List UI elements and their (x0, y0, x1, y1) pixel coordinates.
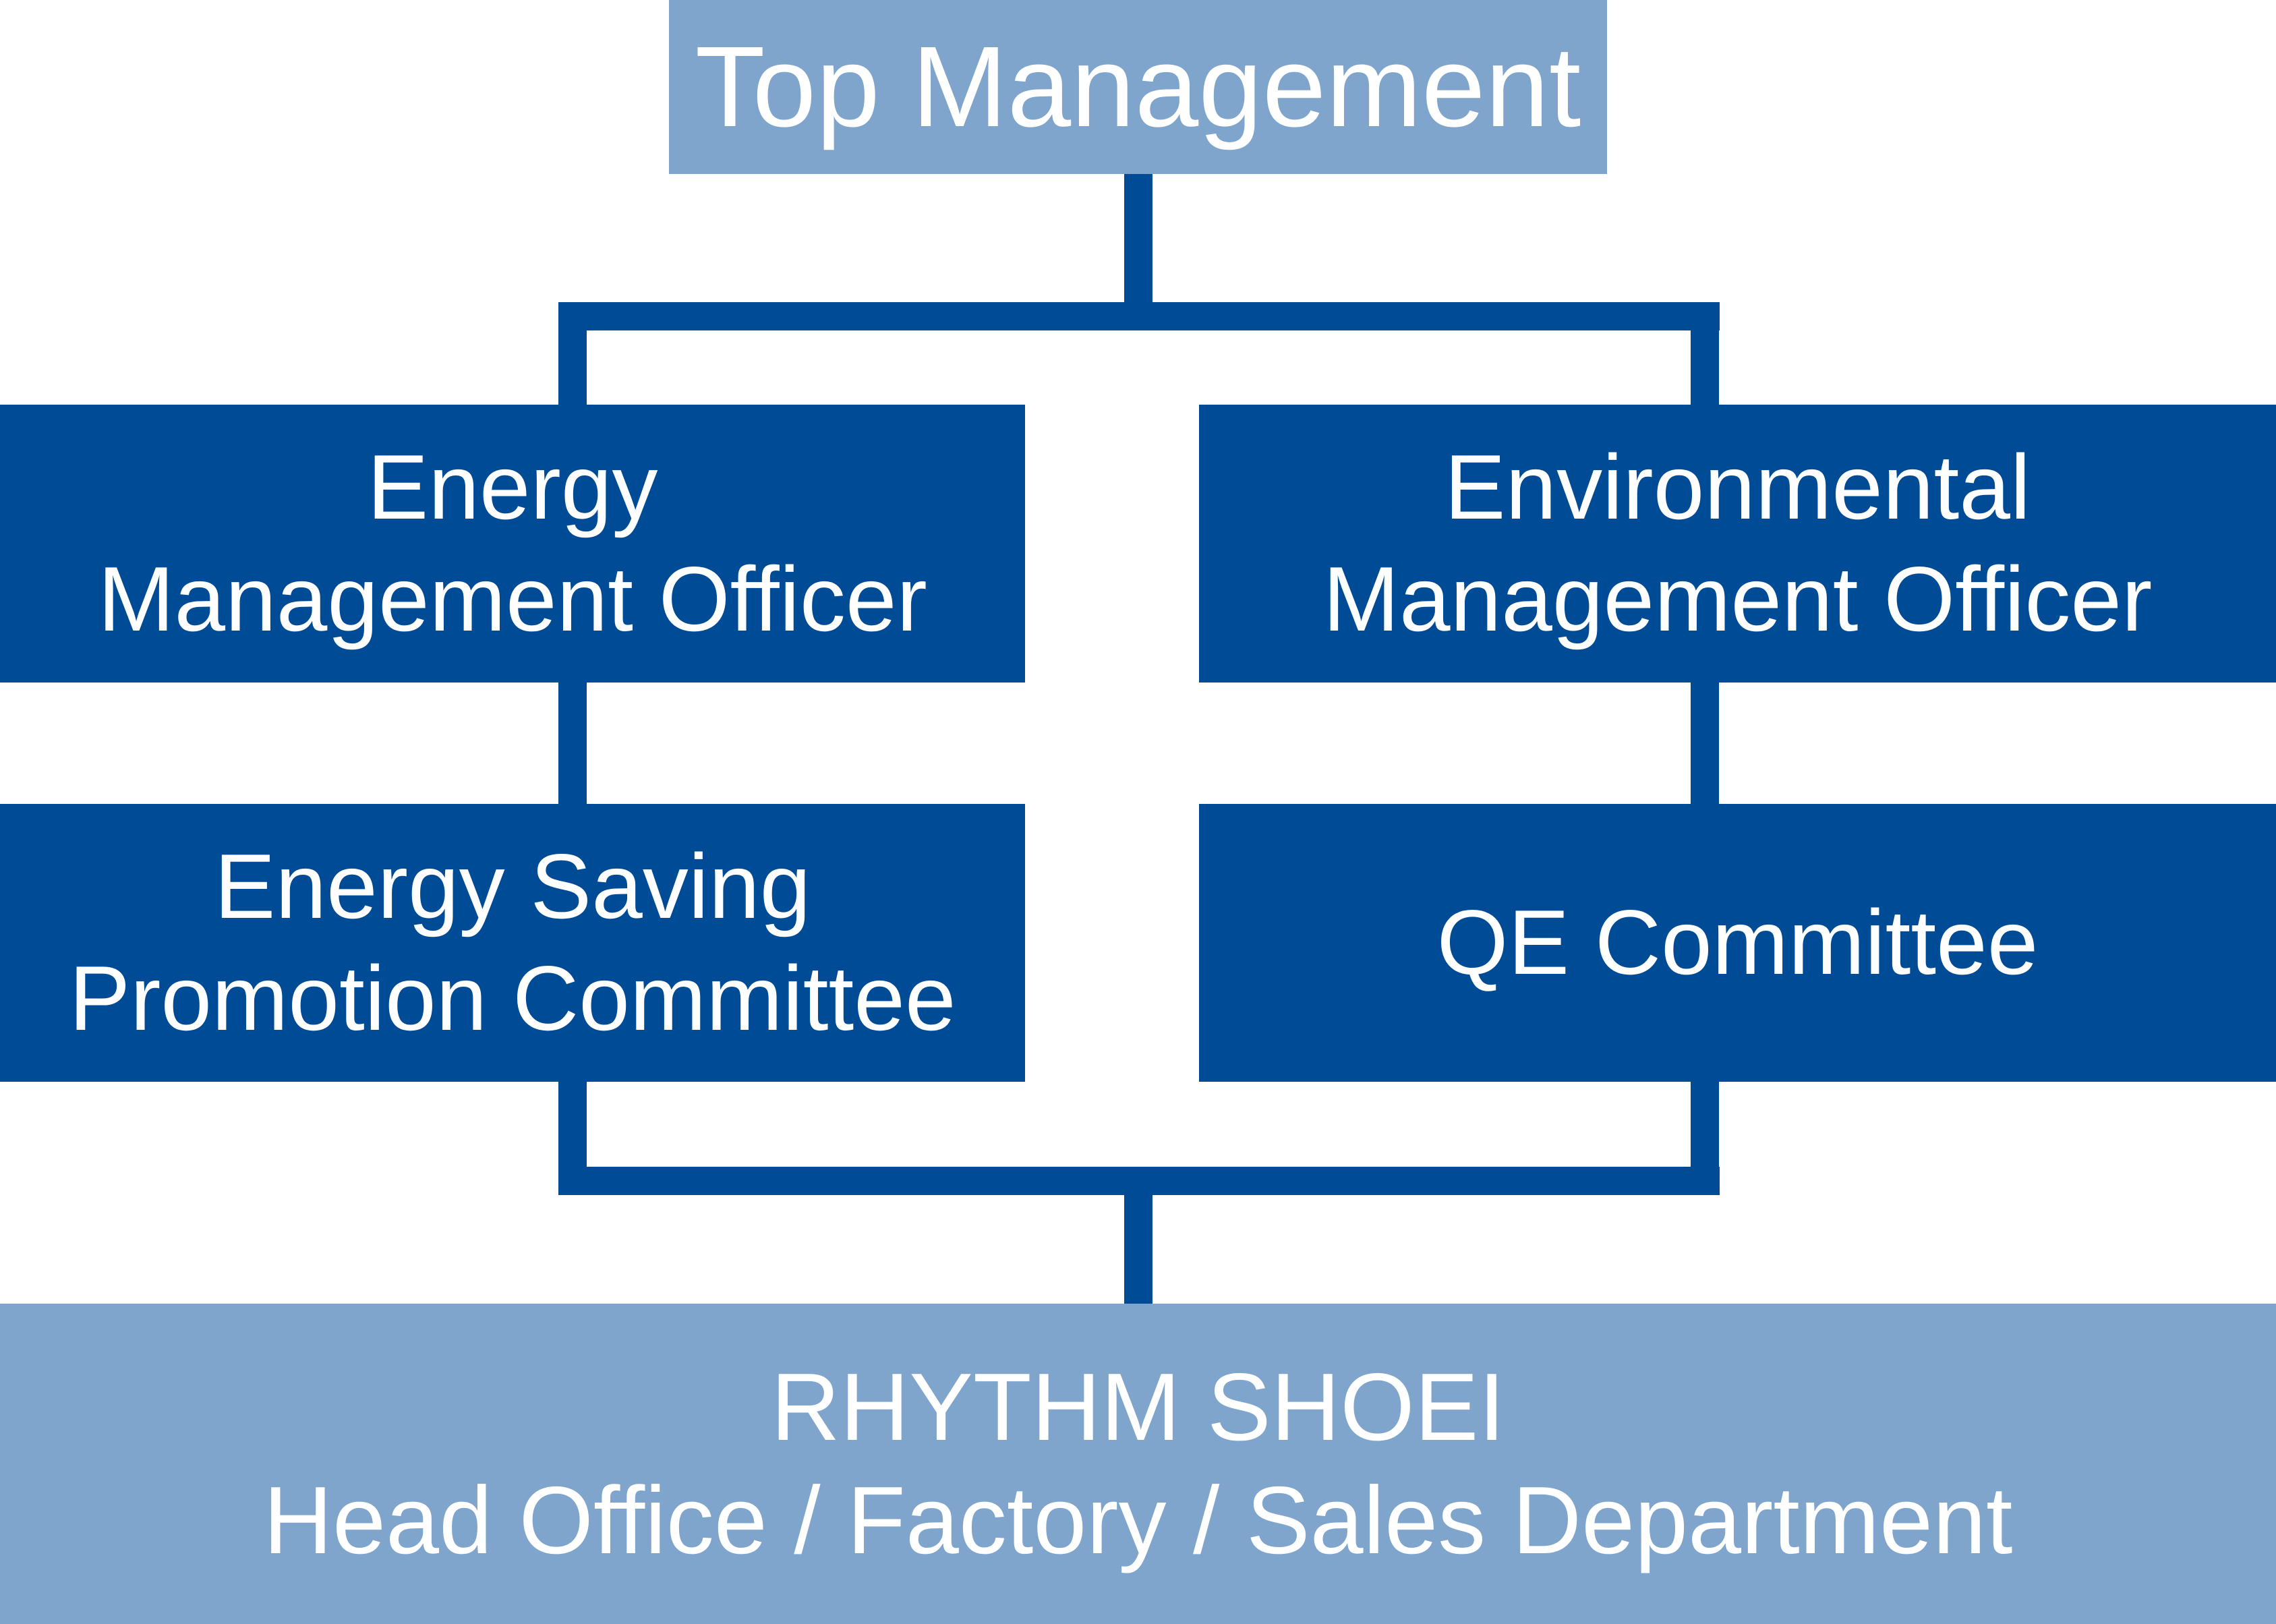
node-energy-management-officer: Energy Management Officer (0, 405, 1025, 683)
node-energy-management-officer-line2: Management Officer (98, 548, 927, 650)
node-energy-saving-promotion-committee-line2: Promotion Committee (69, 947, 956, 1049)
node-qe-committee: QE Committee (1199, 804, 2276, 1082)
node-environmental-management-officer: Environmental Management Officer (1199, 405, 2276, 683)
node-energy-saving-promotion-committee-line1: Energy Saving (214, 835, 811, 938)
node-qe-committee-label: QE Committee (1436, 891, 2039, 994)
node-rhythm-shoei: RHYTHM SHOEI Head Office / Factory / Sal… (0, 1304, 2276, 1624)
node-energy-management-officer-line1: Energy (367, 436, 658, 539)
node-top-management: Top Management (669, 0, 1607, 174)
connector-top-vertical (1124, 174, 1152, 302)
connector-top-horizontal (558, 302, 1720, 330)
connector-bottom-vertical (1124, 1195, 1152, 1304)
node-environmental-management-officer-line1: Environmental (1444, 436, 2031, 539)
node-rhythm-shoei-line1: RHYTHM SHOEI (771, 1353, 1505, 1461)
node-rhythm-shoei-line2: Head Office / Factory / Sales Department (263, 1466, 2013, 1574)
node-top-management-label: Top Management (695, 22, 1581, 151)
node-environmental-management-officer-line2: Management Officer (1322, 548, 2153, 650)
node-energy-saving-promotion-committee: Energy Saving Promotion Committee (0, 804, 1025, 1082)
connector-bottom-horizontal (558, 1167, 1720, 1195)
